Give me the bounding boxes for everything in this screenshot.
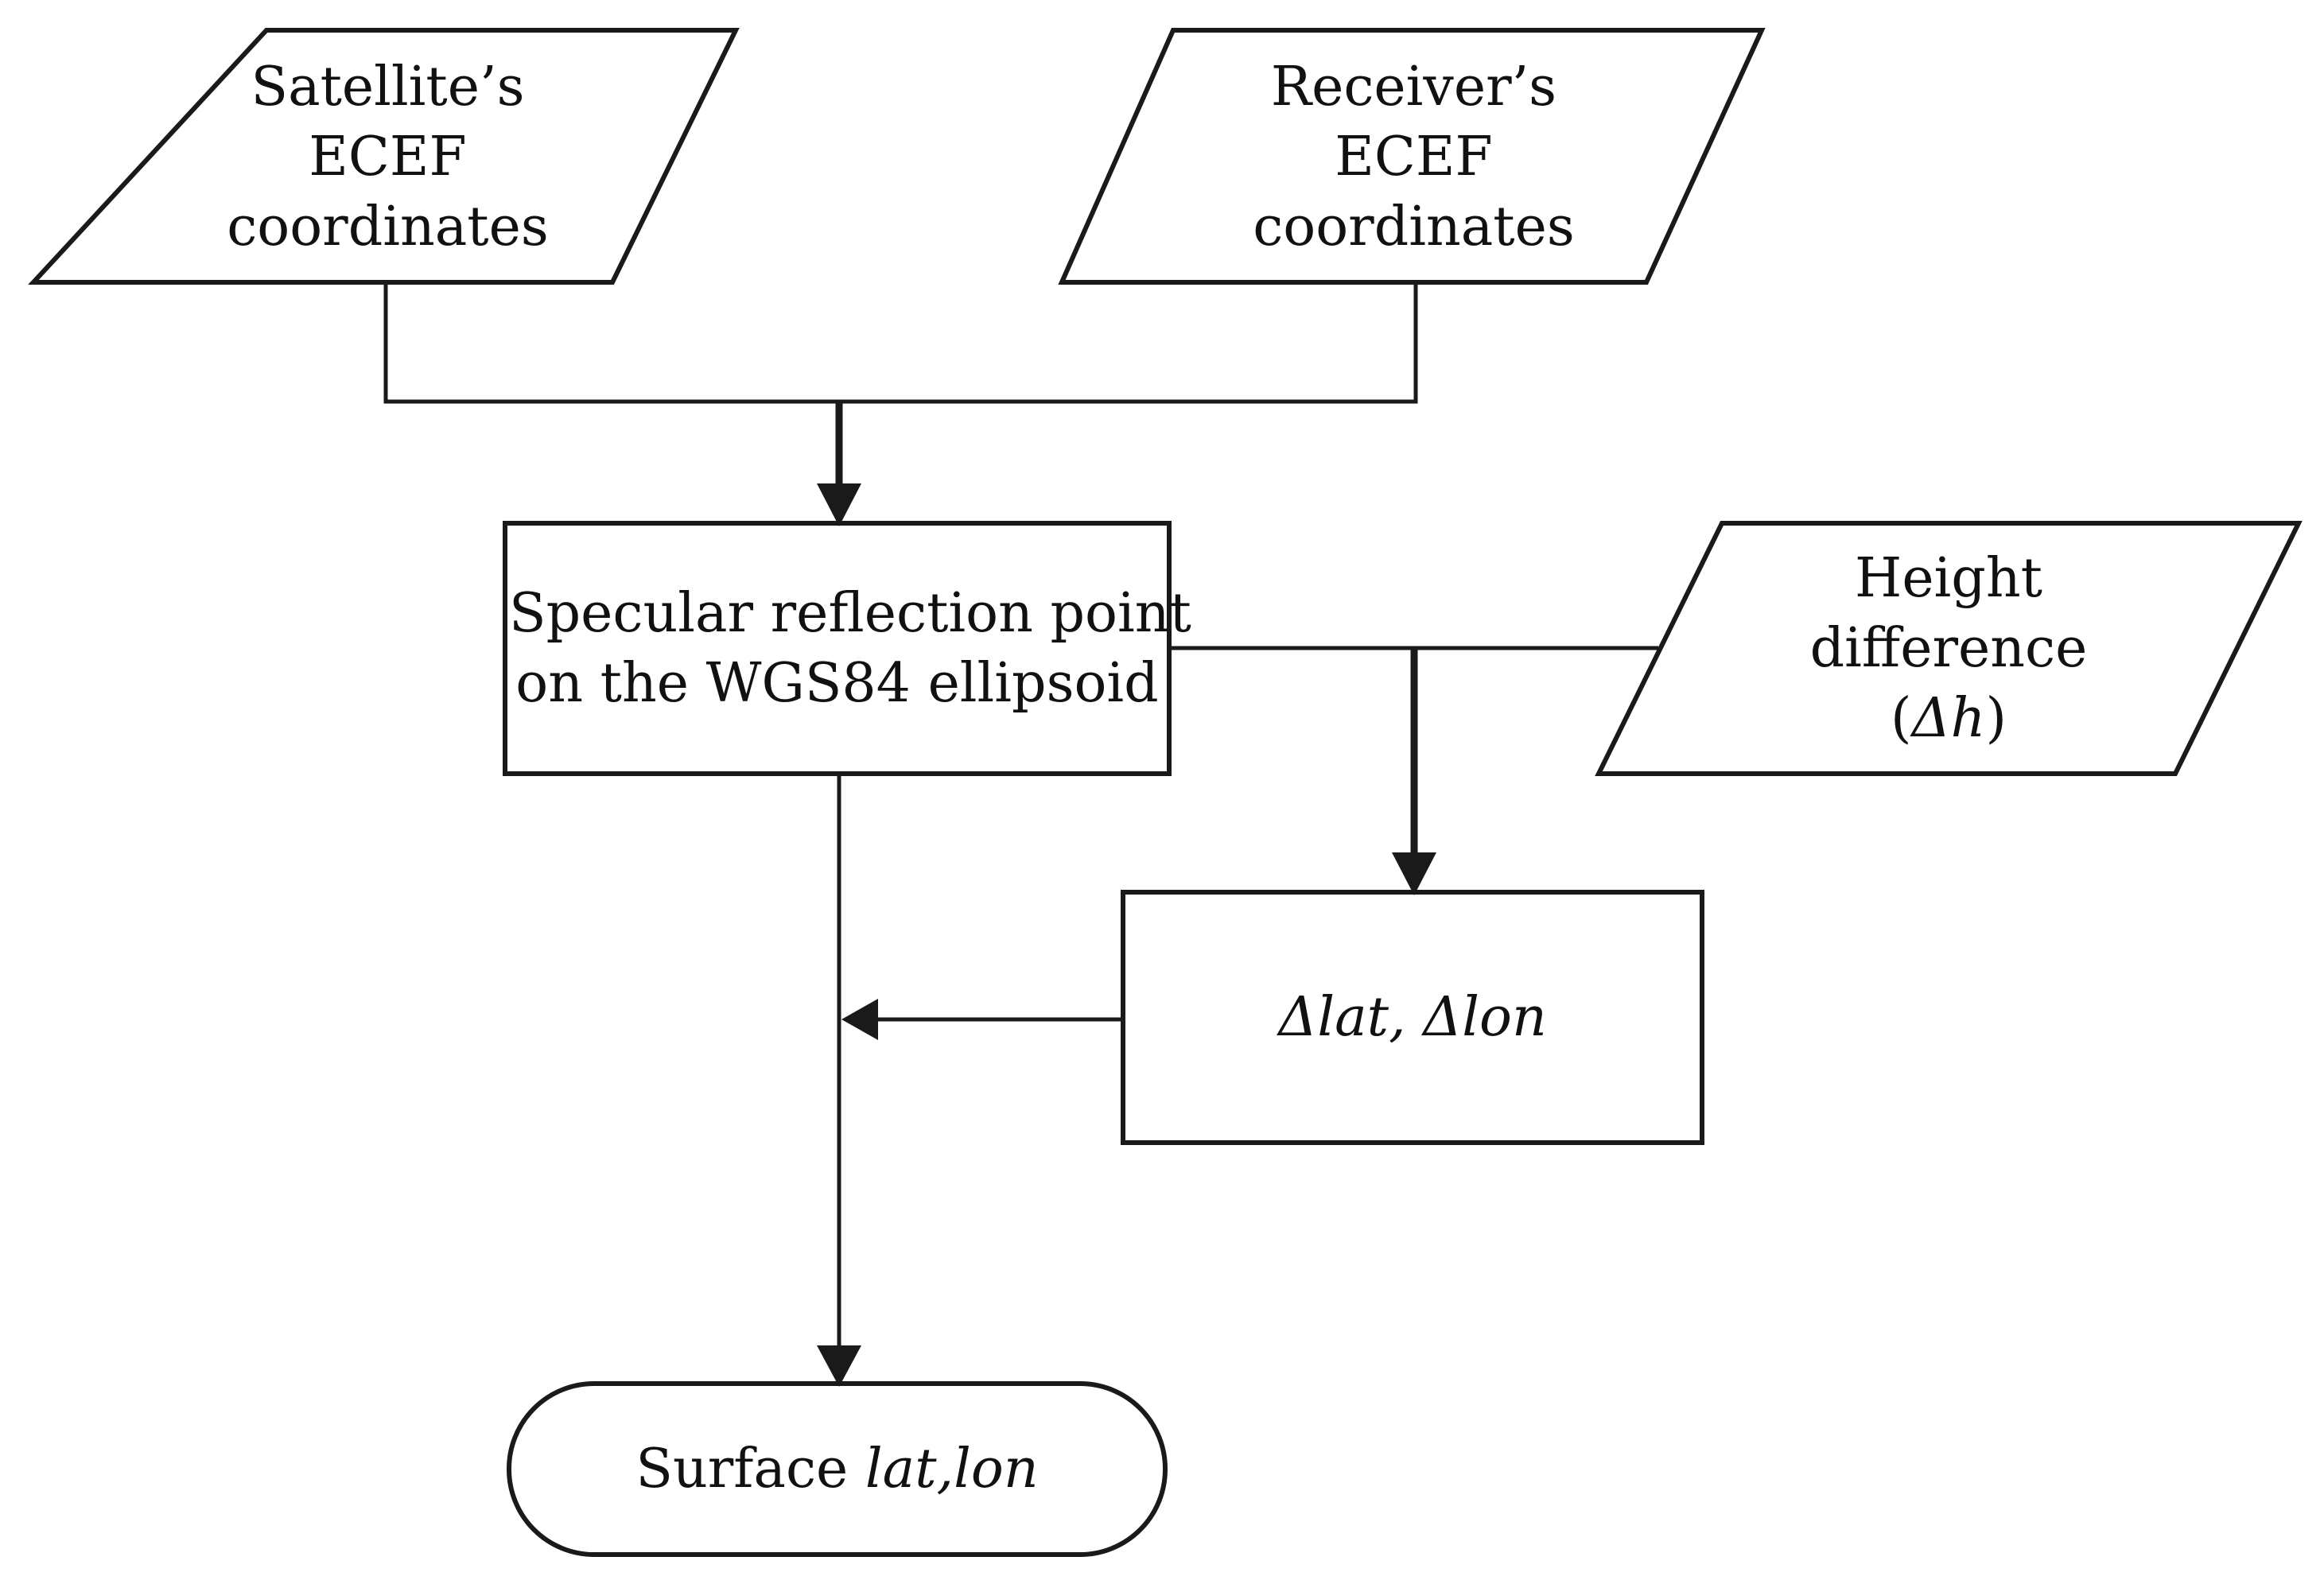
height-node-shape (1595, 521, 2303, 776)
height-node: Height difference (Δh) (1750, 544, 2147, 754)
receiver-node: Receiver’s ECEF coordinates (1217, 52, 1611, 262)
satellite-label-line-2: ECEF (309, 126, 467, 188)
surface-label-italic: lat,lon (865, 1438, 1039, 1500)
height-label-delta-h: Δh (1911, 687, 1986, 750)
delta-node: Δlat, Δlon (1123, 983, 1702, 1053)
surface-label-plain: Surface (635, 1438, 865, 1500)
merge-to-specular-arrowhead (817, 483, 861, 526)
specular-node: Specular reflection point on the WGS84 e… (509, 579, 1191, 719)
height-label-line-1: Height (1855, 547, 2042, 610)
receiver-label-line-1: Receiver’s (1270, 56, 1557, 118)
satellite-label-line-3: coordinates (227, 196, 549, 258)
to-delta-arrowhead (1392, 852, 1436, 895)
surface-node-shape (507, 1381, 1168, 1557)
delta-node-shape (1121, 890, 1704, 1145)
delta-feedback-arrowhead (841, 999, 878, 1040)
specular-node-shape (503, 521, 1172, 776)
height-label-close-paren: ) (1985, 687, 2007, 750)
receiver-label-line-3: coordinates (1253, 196, 1575, 258)
to-surface-arrowhead (817, 1345, 861, 1387)
specular-label-line-2: on the WGS84 ellipsoid (515, 652, 1159, 715)
receiver-label-line-2: ECEF (1335, 126, 1493, 188)
specular-label-line-1: Specular reflection point (509, 582, 1191, 645)
receiver-node-shape (1058, 28, 1766, 285)
surface-node: Surface lat,lon (509, 1434, 1165, 1504)
height-label-line-3: (Δh) (1750, 684, 2147, 754)
height-label-open-paren: ( (1891, 687, 1912, 750)
height-label-line-2: difference (1809, 617, 2088, 680)
satellite-node-shape (28, 28, 740, 285)
delta-label: Δlat, Δlon (1278, 986, 1547, 1049)
satellite-label-line-1: Satellite’s (251, 56, 525, 118)
satellite-node: Satellite’s ECEF coordinates (191, 52, 585, 262)
satellite-connector (383, 282, 1418, 404)
